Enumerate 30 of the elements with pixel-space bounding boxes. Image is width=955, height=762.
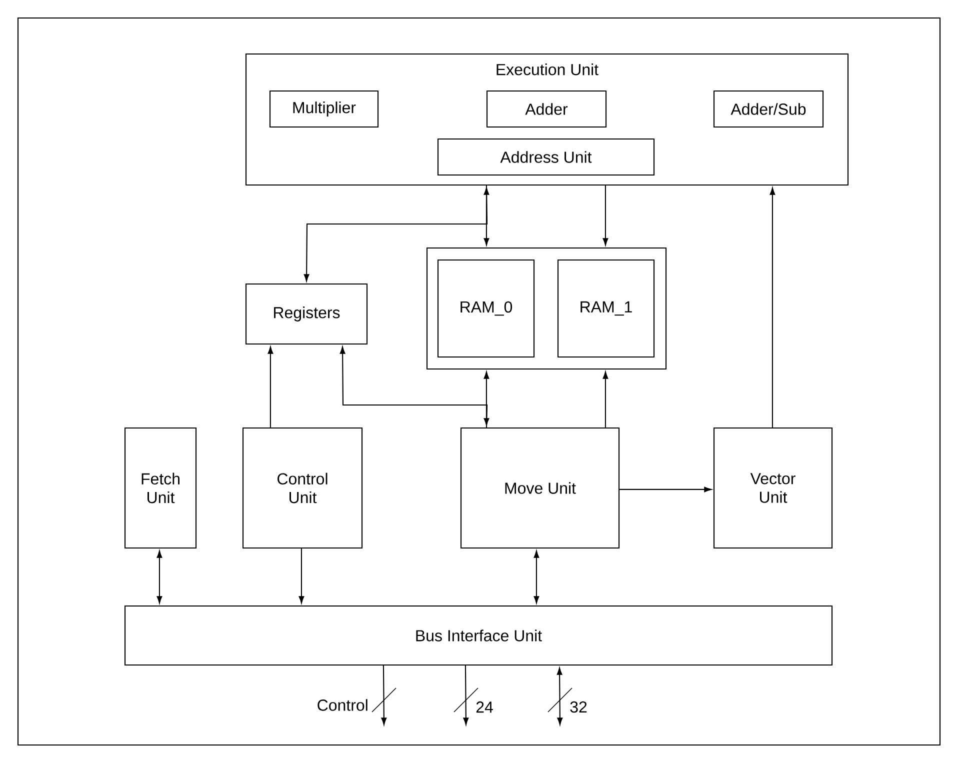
edge-label: Control	[316, 698, 370, 712]
arrow	[620, 486, 712, 492]
arrow	[340, 346, 488, 428]
arrow	[156, 550, 162, 604]
unit-box: Control Unit	[242, 427, 363, 549]
edge-label: 24	[474, 700, 495, 714]
unit-box: Bus Interface Unit	[124, 605, 833, 666]
unit-box: Fetch Unit	[124, 427, 197, 549]
unit-box: Address Unit	[437, 138, 655, 176]
arrow	[304, 186, 488, 282]
unit-box: Adder/Sub	[713, 90, 824, 128]
unit-box: Multiplier	[269, 90, 379, 128]
arrow	[484, 188, 490, 246]
arrow	[381, 666, 387, 725]
unit-box: Adder	[486, 90, 607, 128]
arrow	[298, 548, 304, 604]
arrow	[556, 668, 563, 725]
unit-box: Vector Unit	[713, 427, 833, 549]
arrow	[463, 666, 469, 725]
unit-box: RAM_0	[437, 259, 535, 358]
unit-box: Move Unit	[460, 427, 620, 549]
arrow	[484, 372, 490, 426]
arrow	[770, 188, 776, 428]
arrow	[534, 550, 540, 604]
arrow	[602, 186, 608, 246]
unit-box: Registers	[245, 283, 368, 345]
edge-label: 32	[568, 700, 589, 714]
arrow	[602, 372, 608, 428]
unit-box: RAM_1	[557, 259, 655, 358]
arrow	[268, 346, 274, 428]
